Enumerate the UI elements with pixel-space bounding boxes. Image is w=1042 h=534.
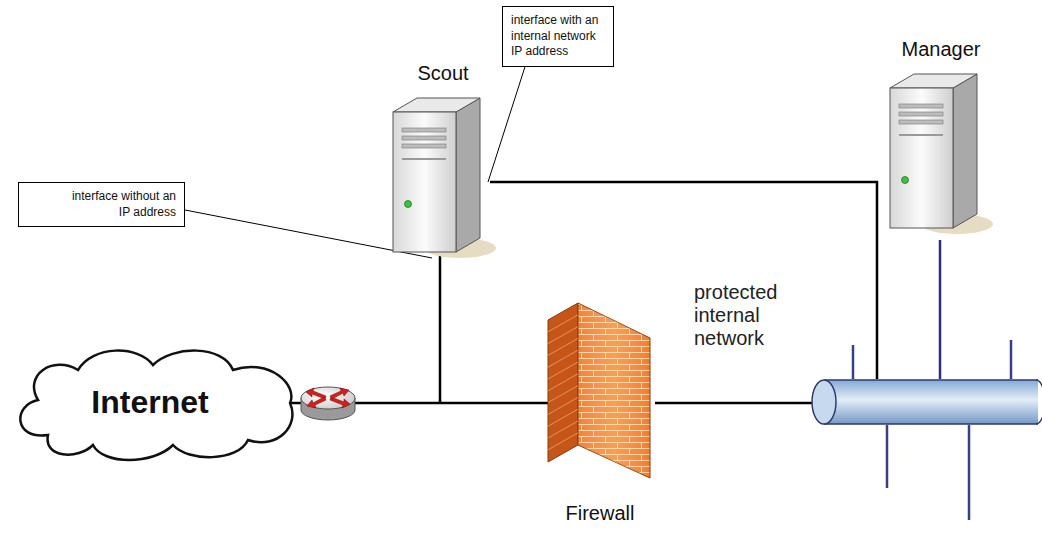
node-label: protected internal network	[694, 281, 814, 350]
scout-tap-line	[439, 256, 442, 403]
network-pipe	[810, 378, 1042, 426]
leader-line	[488, 67, 525, 182]
node-label: Scout	[388, 62, 498, 85]
node-label: Internet	[91, 384, 208, 421]
router-icon	[301, 387, 355, 420]
network-link	[655, 402, 813, 405]
server-node: Manager	[885, 38, 997, 246]
node-label: Manager	[885, 38, 997, 61]
callout-box: interface with an internal network IP ad…	[502, 6, 614, 67]
callout-text: interface without an IP address	[64, 189, 176, 220]
node-label: Firewall	[545, 502, 655, 525]
firewall-wall	[545, 298, 655, 498]
server-node: Scout	[388, 62, 498, 260]
network-bus: protected internal network	[810, 378, 1042, 426]
firewall-node: Firewall	[545, 298, 655, 530]
callout-box: interface without an IP address	[18, 182, 185, 227]
server-icon	[885, 68, 995, 236]
network-stubs	[853, 340, 1011, 520]
internet-cloud: Internet	[8, 340, 292, 465]
callout-text: interface with an internal network IP ad…	[511, 13, 605, 60]
network-link	[939, 240, 942, 379]
server-icon	[388, 92, 498, 260]
leader-lines	[185, 67, 525, 258]
